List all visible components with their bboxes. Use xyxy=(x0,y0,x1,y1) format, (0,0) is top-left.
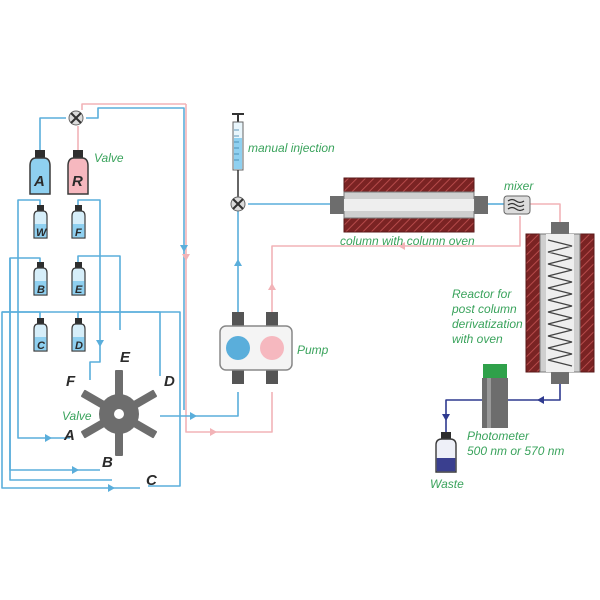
vial-r: R xyxy=(67,150,89,195)
arrow-pink-3 xyxy=(210,428,217,436)
vial-c: C xyxy=(33,318,48,352)
arrow-navy-2 xyxy=(442,414,450,421)
line-vial-e xyxy=(77,255,121,330)
vial-b: B xyxy=(33,262,48,296)
line-valve-to-pump xyxy=(160,392,239,417)
vial-w: W xyxy=(33,205,48,239)
arrow-blue-5 xyxy=(72,466,79,474)
arrow-pink-2 xyxy=(268,283,276,290)
mixer-label: mixer xyxy=(504,179,534,193)
photometer-label-line2: 500 nm or 570 nm xyxy=(467,444,564,458)
mixer xyxy=(503,195,531,215)
valve-port-a: A xyxy=(63,427,75,444)
reactor-label-line2: post column xyxy=(451,302,517,316)
line-top-valve-to-reagent xyxy=(81,103,186,110)
valve-port-e: E xyxy=(120,349,131,366)
line-mixer-to-reactor xyxy=(530,203,561,222)
vial-e-label: E xyxy=(75,284,83,296)
injection-valve xyxy=(230,196,246,212)
vial-e: E xyxy=(71,262,86,296)
column-oven xyxy=(330,177,488,233)
arrow-pink-4 xyxy=(398,242,405,250)
manual-injection-label: manual injection xyxy=(248,141,335,155)
vial-w-label: W xyxy=(36,227,48,239)
vial-d-label: D xyxy=(75,340,83,352)
arrow-pink-1 xyxy=(182,254,190,261)
photometer xyxy=(482,364,508,428)
line-outer-return-2 xyxy=(2,311,181,487)
vial-f: F xyxy=(71,205,86,239)
vial-b-label: B xyxy=(37,284,45,296)
arrow-blue-1 xyxy=(180,245,188,252)
arrow-blue-7 xyxy=(96,340,104,347)
waste-label: Waste xyxy=(430,477,464,491)
reactor-label-line3: derivatization xyxy=(452,317,523,331)
reactor-label-line1: Reactor for xyxy=(452,287,512,301)
rotary-valve-label: Valve xyxy=(62,409,92,423)
column-label: column with column oven xyxy=(340,234,475,248)
tubing-lines xyxy=(1,103,561,489)
vial-f-label: F xyxy=(75,227,82,239)
vial-c-label: C xyxy=(37,340,46,352)
flow-arrows xyxy=(45,242,544,492)
top-valve-label: Valve xyxy=(94,151,124,165)
photometer-label-line1: Photometer xyxy=(467,429,530,443)
rotary-valve xyxy=(80,370,158,456)
line-vial-w xyxy=(17,199,70,439)
top-valve xyxy=(68,110,84,126)
line-reagent-to-pump xyxy=(185,104,273,433)
line-vial-f xyxy=(77,199,101,380)
vial-a-label: A xyxy=(33,173,45,190)
pump-label: Pump xyxy=(297,343,329,357)
line-top-valve-outlet xyxy=(86,107,185,410)
vial-a: A xyxy=(29,150,51,195)
arrow-navy-1 xyxy=(537,396,544,404)
line-photometer-to-waste xyxy=(445,399,482,432)
valve-port-f: F xyxy=(66,373,76,390)
valve-port-c: C xyxy=(146,472,158,489)
arrow-blue-2 xyxy=(234,259,242,266)
manual-injection-syringe xyxy=(232,113,244,197)
pump xyxy=(219,312,293,384)
reactor-label-line4: with oven xyxy=(452,332,503,346)
vial-r-label: R xyxy=(72,173,83,190)
line-vial-a-to-top-valve xyxy=(39,117,66,150)
line-outer-return-1 xyxy=(9,258,112,481)
valve-port-d: D xyxy=(164,373,175,390)
waste-bottle xyxy=(435,432,457,473)
reactor-oven xyxy=(525,222,595,384)
vial-d: D xyxy=(71,318,86,352)
valve-port-b: B xyxy=(102,454,113,471)
arrow-blue-3 xyxy=(190,412,197,420)
arrow-blue-6 xyxy=(108,484,115,492)
arrow-blue-4 xyxy=(45,434,52,442)
